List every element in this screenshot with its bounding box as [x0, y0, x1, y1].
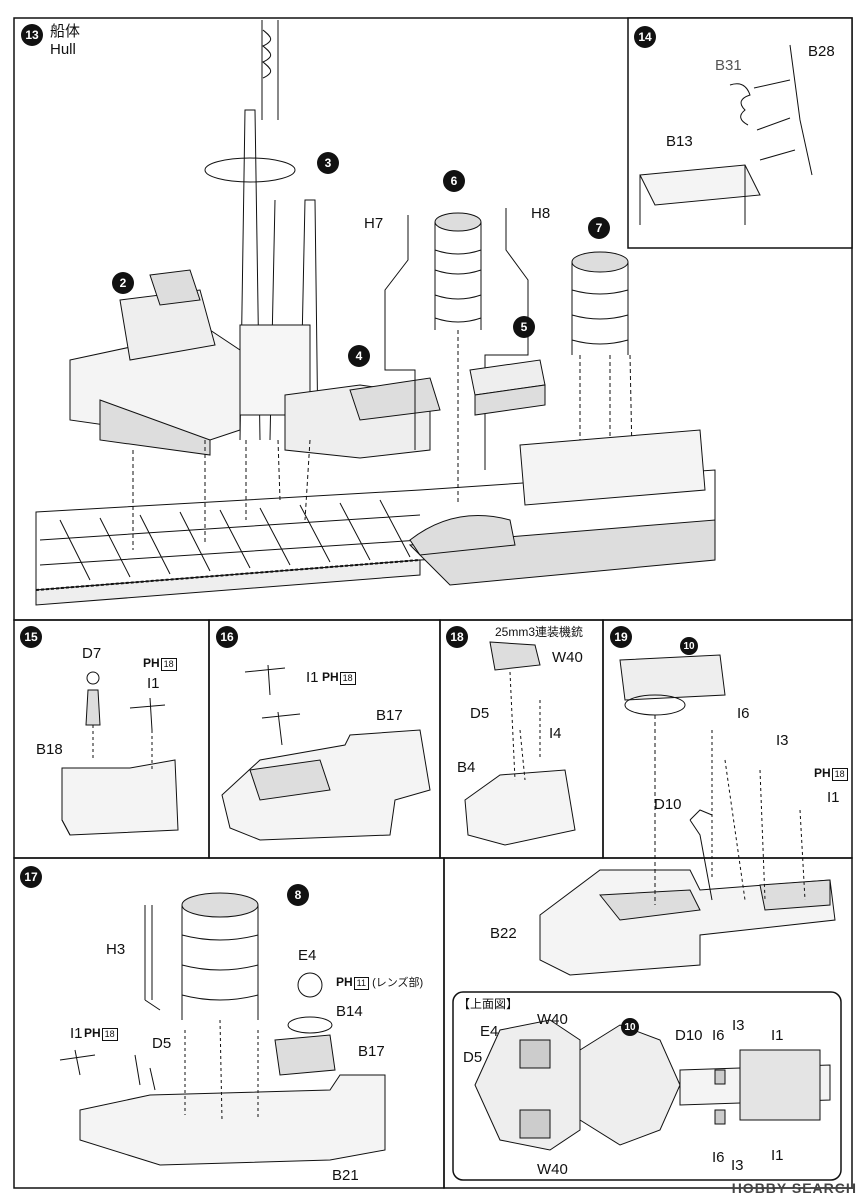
callout-5: 5	[513, 316, 535, 338]
step-18-note: 25mm3連装機銃	[495, 625, 584, 639]
part-label-h7: H7	[364, 215, 384, 232]
panel-14-frame	[627, 17, 853, 249]
part-label-b13: B13	[666, 133, 693, 150]
callout-10-top: 10	[680, 637, 698, 655]
step-14-badge: 14	[634, 26, 656, 48]
callout-10-topview: 10	[621, 1018, 639, 1036]
step-15-badge: 15	[20, 626, 42, 648]
callout-8: 8	[287, 884, 309, 906]
topview-label-d10: D10	[675, 1027, 703, 1044]
topview-label-e4: E4	[480, 1023, 499, 1040]
part-label-b28: B28	[808, 43, 835, 60]
hobby-search-watermark: HOBBY SEARCH	[731, 1180, 857, 1196]
part-label-b14: B14	[336, 1003, 363, 1020]
topview-label-d5: D5	[463, 1049, 483, 1066]
topview-label-i6-top: I6	[712, 1027, 725, 1044]
part-label-d7: D7	[82, 645, 102, 662]
part-label-i1-19: I1	[827, 789, 840, 806]
topview-label-w40-bottom: W40	[537, 1161, 568, 1178]
panel-18-drawing	[464, 641, 576, 846]
part-label-b4: B4	[457, 759, 476, 776]
funnel-7-drawing	[571, 251, 633, 465]
funnel-6-drawing	[434, 212, 482, 505]
topview-label-i3-bottom: I3	[731, 1157, 744, 1174]
panel-17-drawing	[59, 892, 386, 1166]
part-label-i1-17: I1	[70, 1025, 83, 1042]
part-label-i4: I4	[549, 725, 562, 742]
callout-4: 4	[348, 345, 370, 367]
topview-frame	[452, 991, 842, 1181]
panel-19-drawing	[539, 654, 836, 976]
step-19-badge: 19	[610, 626, 632, 648]
hull-deck-drawing	[35, 20, 716, 606]
step-13-title-en: Hull	[50, 41, 76, 58]
mast-assembly-drawing	[639, 44, 813, 225]
callout-6: 6	[443, 170, 465, 192]
part-label-b31: B31	[715, 57, 742, 74]
panel-19a-frame	[602, 619, 853, 859]
part-label-i6: I6	[737, 705, 750, 722]
step-18-badge: 18	[446, 626, 468, 648]
part-label-e4-17: E4	[298, 947, 317, 964]
part-label-d5-17: D5	[152, 1035, 172, 1052]
topview-label-i6-bottom: I6	[712, 1149, 725, 1166]
panel-16-drawing	[221, 664, 431, 841]
step-13-title-jp: 船体	[50, 23, 81, 40]
topview-label-i1-top: I1	[771, 1027, 784, 1044]
part-label-i3: I3	[776, 732, 789, 749]
topview-label-i1-bottom: I1	[771, 1147, 784, 1164]
step-13-badge: 13	[21, 24, 43, 46]
callout-3: 3	[317, 152, 339, 174]
part-label-w40-18: W40	[552, 649, 583, 666]
part-label-b17-17: B17	[358, 1043, 385, 1060]
topview-label-i3-top: I3	[732, 1017, 745, 1034]
panel-frames	[13, 17, 853, 1189]
part-label-b22: B22	[490, 925, 517, 942]
topview-title: 【上面図】	[458, 997, 519, 1011]
callout-2: 2	[112, 272, 134, 294]
topview-label-w40-top: W40	[537, 1011, 568, 1028]
part-label-h8: H8	[531, 205, 551, 222]
panel-15-drawing	[61, 671, 179, 836]
callout-7: 7	[588, 217, 610, 239]
part-label-b17-16: B17	[376, 707, 403, 724]
part-label-i1-15: I1	[147, 675, 160, 692]
part-label-d10: D10	[654, 796, 682, 813]
part-label-d5-18: D5	[470, 705, 490, 722]
part-label-h3: H3	[106, 941, 126, 958]
topview-drawing	[474, 1019, 831, 1151]
step-16-badge: 16	[216, 626, 238, 648]
part-label-b21: B21	[332, 1167, 359, 1184]
panel-19b-frame	[443, 857, 853, 1189]
part-label-i1-16: I1	[306, 669, 319, 686]
part-label-b18: B18	[36, 741, 63, 758]
step-17-badge: 17	[20, 866, 42, 888]
